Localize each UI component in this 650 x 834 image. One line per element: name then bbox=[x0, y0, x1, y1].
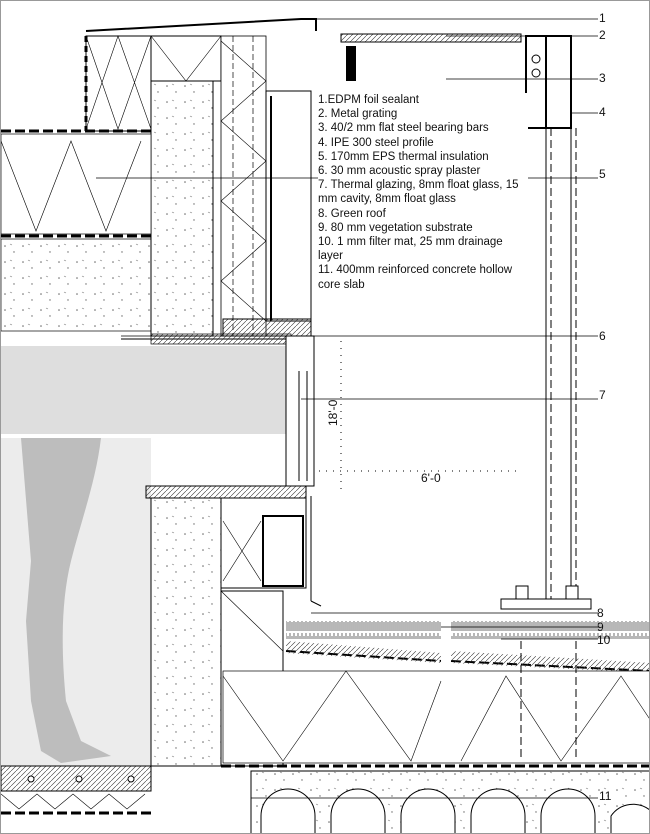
legend-item: 2. Metal grating bbox=[318, 108, 398, 121]
dimension-width: 6'-0 bbox=[421, 471, 441, 485]
callout-11: 11 bbox=[599, 789, 612, 803]
legend: 1.EDPM foil sealant 2. Metal grating 3. … bbox=[318, 93, 528, 292]
legend-item: 6. 30 mm acoustic spray plaster bbox=[318, 165, 481, 178]
callout-5: 5 bbox=[599, 167, 606, 181]
callout-4: 4 bbox=[599, 105, 606, 119]
dimension-height: 18'-0 bbox=[326, 399, 340, 426]
legend-item: 4. IPE 300 steel profile bbox=[318, 136, 434, 149]
legend-item: 11. 400mm reinforced concrete hollow cor… bbox=[318, 264, 513, 291]
callout-8: 8 bbox=[597, 606, 604, 620]
legend-item: 3. 40/2 mm flat steel bearing bars bbox=[318, 122, 489, 135]
callout-2: 2 bbox=[599, 28, 606, 42]
legend-item: 5. 170mm EPS thermal insulation bbox=[318, 150, 489, 163]
callout-7: 7 bbox=[599, 388, 606, 402]
legend-item: 10. 1 mm filter mat, 25 mm drainage laye… bbox=[318, 236, 503, 263]
person-silhouette bbox=[21, 438, 111, 763]
legend-item: 8. Green roof bbox=[318, 207, 386, 220]
ceiling-zone bbox=[1, 346, 293, 434]
callout-10: 10 bbox=[597, 633, 611, 647]
callout-6: 6 bbox=[599, 329, 606, 343]
legend-item: 9. 80 mm vegetation substrate bbox=[318, 221, 473, 234]
callout-9: 9 bbox=[597, 620, 604, 634]
legend-item: 1.EDPM foil sealant bbox=[318, 94, 419, 106]
callout-1: 1 bbox=[599, 11, 606, 25]
legend-item: 7. Thermal glazing, 8mm float glass, 15 … bbox=[318, 179, 519, 206]
callout-3: 3 bbox=[599, 71, 606, 85]
